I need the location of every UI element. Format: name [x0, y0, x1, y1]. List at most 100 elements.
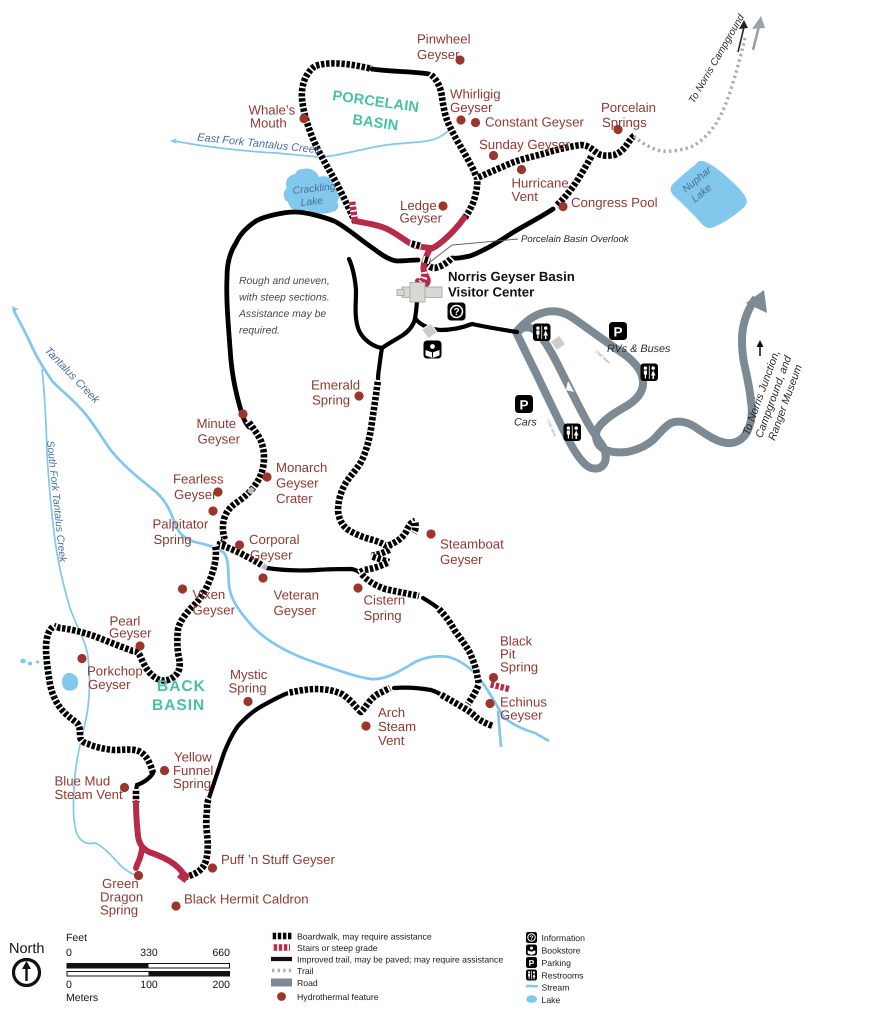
svg-text:Spring: Spring — [100, 903, 138, 918]
svg-text:0: 0 — [66, 947, 72, 959]
svg-text:Steam: Steam — [378, 719, 416, 734]
svg-text:Springs: Springs — [602, 115, 647, 130]
svg-text:Ledge: Ledge — [400, 198, 437, 213]
svg-text:Bookstore: Bookstore — [542, 946, 581, 956]
svg-text:Road: Road — [297, 978, 318, 988]
svg-text:Spring: Spring — [154, 532, 192, 547]
svg-text:Lake: Lake — [542, 995, 561, 1005]
svg-text:Vent: Vent — [512, 189, 539, 204]
svg-text:Corporal: Corporal — [249, 532, 300, 547]
svg-text:Puff ’n Stuff Geyser: Puff ’n Stuff Geyser — [221, 852, 335, 867]
svg-text:Lake: Lake — [300, 196, 324, 209]
svg-text:Geyser: Geyser — [250, 548, 293, 563]
svg-text:Congress Pool: Congress Pool — [571, 195, 658, 210]
svg-text:Norris Geyser Basin: Norris Geyser Basin — [448, 269, 575, 284]
svg-text:Steamboat: Steamboat — [440, 537, 504, 552]
svg-text:Spring: Spring — [312, 393, 350, 408]
svg-text:Black Hermit Caldron: Black Hermit Caldron — [184, 892, 309, 907]
svg-text:Assistance may be: Assistance may be — [238, 309, 326, 320]
svg-text:660: 660 — [212, 947, 230, 959]
svg-text:Yellow: Yellow — [174, 750, 212, 765]
svg-text:Pit: Pit — [500, 647, 516, 662]
svg-text:Hydrothermal feature: Hydrothermal feature — [297, 992, 379, 1002]
svg-text:Cars: Cars — [514, 417, 537, 429]
svg-text:?: ? — [453, 307, 459, 318]
svg-text:0: 0 — [66, 979, 72, 991]
svg-text:Boardwalk, may require assista: Boardwalk, may require assistance — [297, 932, 432, 942]
svg-text:Improved trail, may be paved;: Improved trail, may be paved; may requir… — [297, 955, 503, 965]
svg-text:Black: Black — [500, 634, 533, 649]
svg-text:Restrooms: Restrooms — [542, 971, 585, 981]
svg-text:BASIN: BASIN — [351, 112, 399, 134]
svg-text:330: 330 — [140, 947, 158, 959]
svg-text:Spring: Spring — [364, 608, 402, 623]
svg-text:Spring: Spring — [173, 776, 211, 791]
svg-text:Geyser: Geyser — [450, 100, 493, 115]
svg-text:Fearless: Fearless — [173, 472, 224, 487]
svg-text:Sunday Geyser: Sunday Geyser — [479, 137, 571, 152]
svg-text:100: 100 — [140, 979, 158, 991]
svg-text:Vixen: Vixen — [193, 587, 226, 602]
svg-text:Steam Vent: Steam Vent — [55, 787, 124, 802]
svg-text:Visitor Center: Visitor Center — [448, 285, 534, 300]
svg-text:Funnel: Funnel — [173, 763, 213, 778]
svg-text:BASIN: BASIN — [152, 697, 205, 714]
svg-text:Pinwheel: Pinwheel — [417, 32, 471, 47]
svg-text:Feet: Feet — [66, 932, 87, 944]
svg-text:Minute: Minute — [197, 416, 237, 431]
svg-text:Geyser: Geyser — [174, 487, 217, 502]
svg-text:Tantalus Creek: Tantalus Creek — [42, 345, 102, 407]
svg-text:Veteran: Veteran — [274, 588, 319, 603]
svg-text:South Fork Tantalus Creek: South Fork Tantalus Creek — [44, 440, 68, 563]
svg-text:RVs & Buses: RVs & Buses — [607, 343, 671, 355]
svg-text:Porcelain: Porcelain — [601, 100, 656, 115]
svg-text:Rough and uneven,: Rough and uneven, — [239, 276, 330, 287]
svg-text:Meters: Meters — [66, 992, 98, 1004]
svg-text:Blue Mud: Blue Mud — [55, 774, 111, 789]
svg-text:Cistern: Cistern — [364, 593, 406, 608]
svg-text:P: P — [529, 958, 535, 968]
svg-text:Geyser: Geyser — [88, 677, 131, 692]
svg-text:Whale’s: Whale’s — [249, 103, 296, 118]
svg-text:Geyser: Geyser — [417, 47, 460, 62]
svg-text:Monarch: Monarch — [276, 460, 327, 475]
svg-text:Constant Geyser: Constant Geyser — [485, 115, 585, 130]
svg-text:Mouth: Mouth — [250, 116, 287, 131]
svg-text:P: P — [613, 325, 622, 340]
svg-text:Porkchop: Porkchop — [87, 664, 143, 679]
svg-text:North: North — [9, 941, 44, 957]
svg-text:Green: Green — [102, 876, 139, 891]
svg-text:Emerald: Emerald — [311, 378, 360, 393]
svg-text:Mystic: Mystic — [230, 667, 268, 682]
svg-text:Porcelain Basin Overlook: Porcelain Basin Overlook — [521, 234, 630, 245]
svg-text:Palpitator: Palpitator — [153, 517, 209, 532]
svg-text:Geyser: Geyser — [440, 552, 483, 567]
svg-text:Geyser: Geyser — [274, 603, 317, 618]
svg-text:Dragon: Dragon — [100, 890, 143, 905]
svg-text:200: 200 — [212, 979, 230, 991]
svg-text:ONE WAY: ONE WAY — [569, 391, 581, 410]
svg-text:Geyser: Geyser — [400, 211, 443, 226]
svg-text:Hurricane: Hurricane — [512, 176, 569, 191]
svg-text:ONE WAY: ONE WAY — [546, 419, 558, 438]
svg-text:Geyser: Geyser — [198, 432, 241, 447]
svg-text:Arch: Arch — [378, 705, 405, 720]
svg-text:Stream: Stream — [542, 983, 570, 993]
svg-text:PORCELAIN: PORCELAIN — [331, 88, 420, 116]
svg-text:Crackling: Crackling — [292, 182, 336, 197]
svg-text:Parking: Parking — [542, 958, 572, 968]
svg-text:Crater: Crater — [276, 491, 313, 506]
svg-text:Geyser: Geyser — [109, 626, 152, 641]
svg-text:Spring: Spring — [500, 660, 538, 675]
svg-text:Geyser: Geyser — [276, 476, 319, 491]
svg-text:Geyser: Geyser — [500, 708, 543, 723]
svg-text:BACK: BACK — [157, 678, 206, 695]
svg-text:?: ? — [530, 935, 534, 942]
svg-text:Trail: Trail — [297, 966, 314, 976]
svg-text:Stairs or steep grade: Stairs or steep grade — [297, 943, 378, 953]
svg-text:with steep sections.: with steep sections. — [239, 293, 330, 304]
svg-text:Pearl: Pearl — [110, 614, 141, 629]
svg-text:required.: required. — [239, 326, 280, 337]
svg-text:Information: Information — [542, 933, 586, 943]
svg-text:Vent: Vent — [378, 733, 405, 748]
